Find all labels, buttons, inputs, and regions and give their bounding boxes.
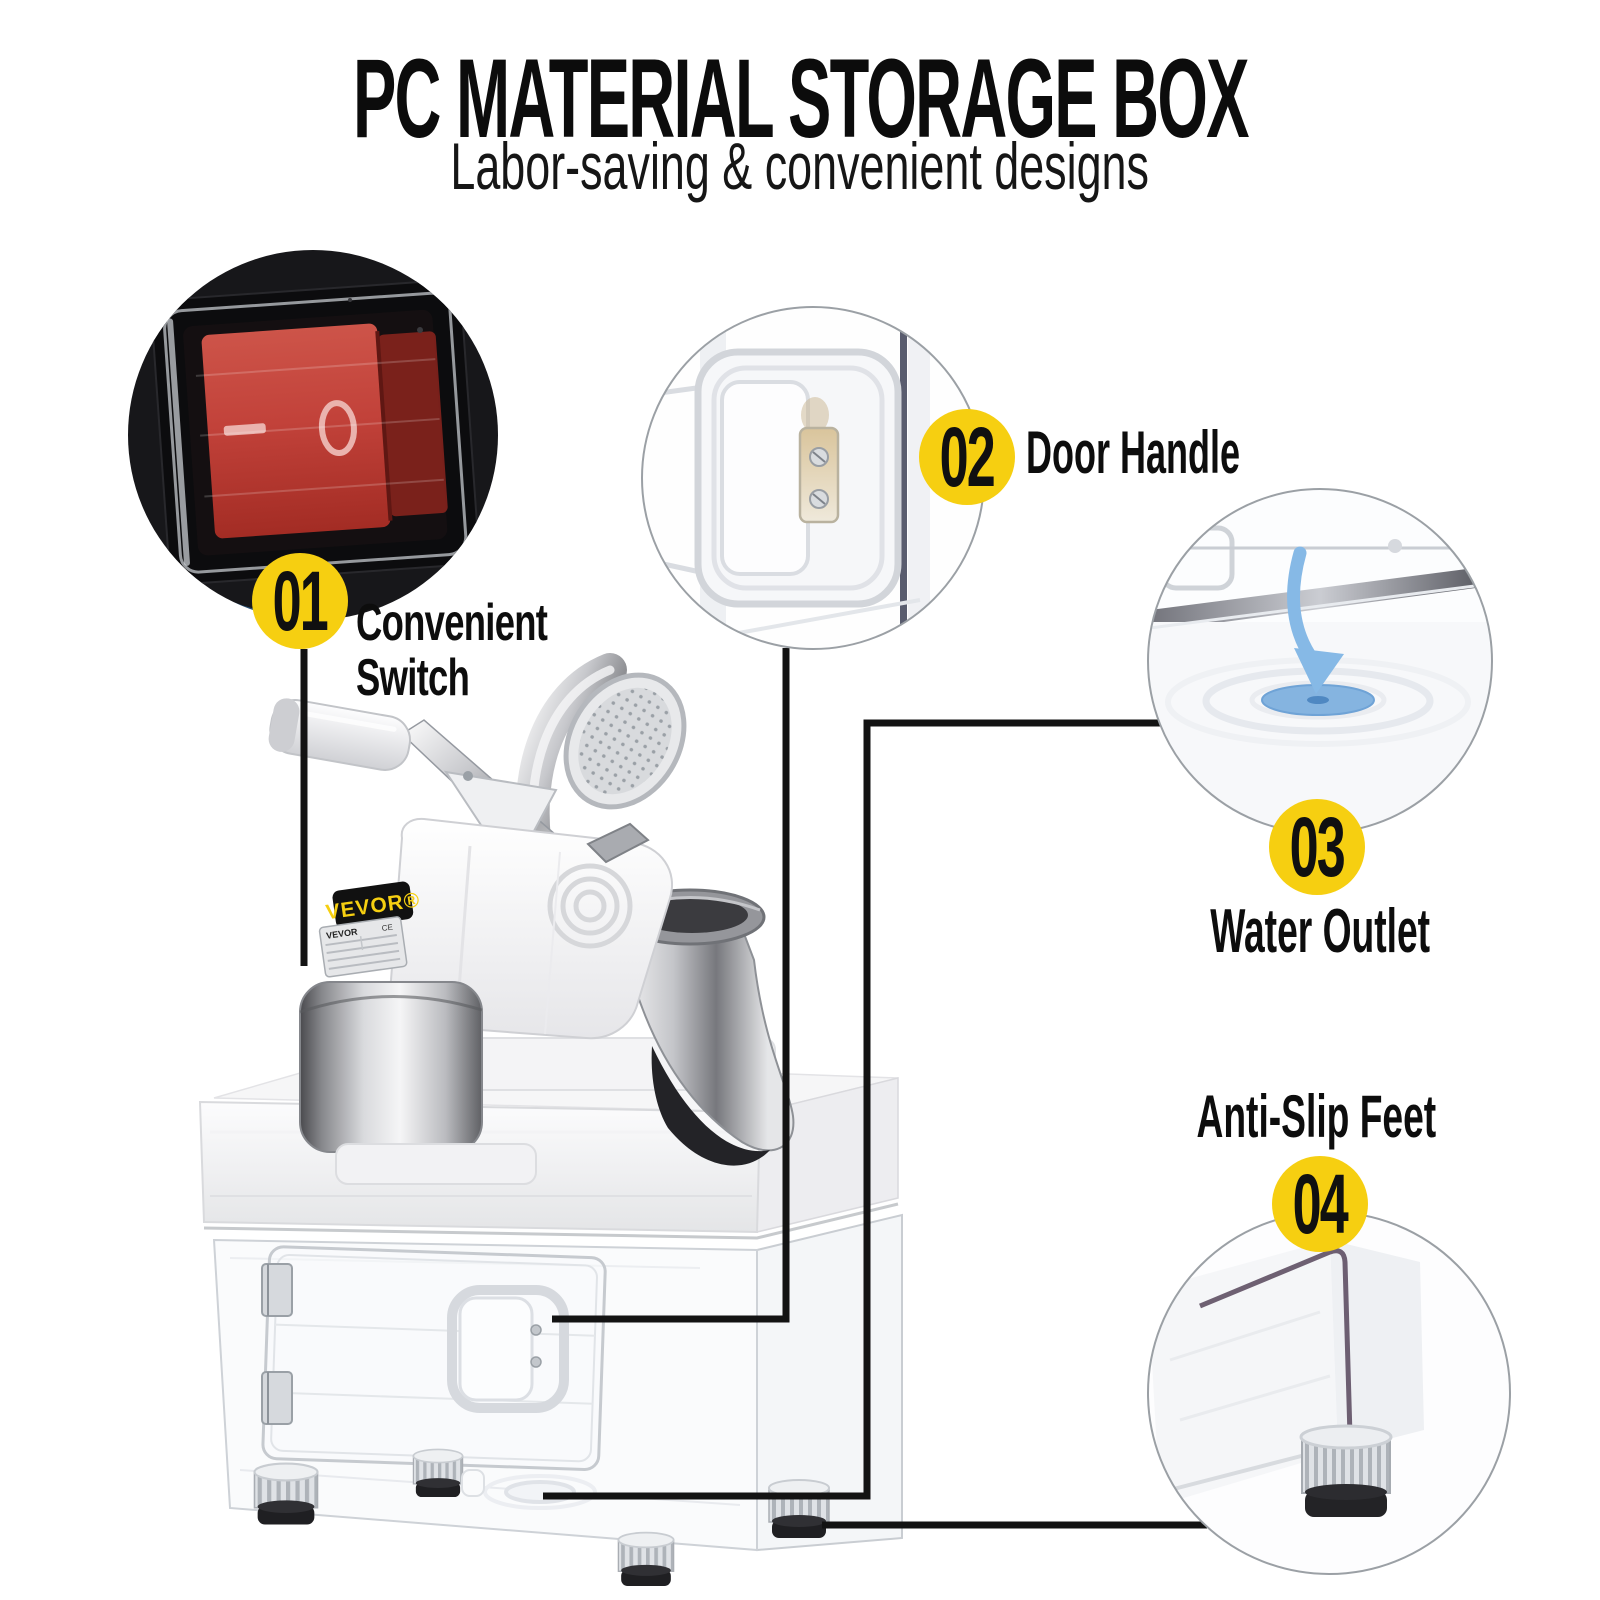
switch-on-symbol [223,423,266,436]
page-title-row: PC MATERIAL STORAGE BOX [0,34,1600,163]
storage-box-body [212,1213,903,1587]
callout-label-anti-slip-feet-text: Anti-Slip Feet [1196,1083,1436,1150]
callout-badge-01: 01 [252,553,348,649]
lever-grip [268,698,411,771]
box-door [261,1245,607,1471]
brand-logo-badge: VEVOR® [324,881,422,929]
anti-slip-foot [1299,1424,1393,1517]
box-door-handle [447,1285,569,1413]
ice-shaver-machine: VEVOR® VEVOR CE [268,653,795,1185]
connector-line-02 [552,648,790,1323]
feature-circle-door-handle [641,306,985,650]
callout-label-water-outlet: Water Outlet [1120,896,1520,967]
callout-badge-03-number: 03 [1289,800,1346,894]
spec-plate-brand: VEVOR [326,926,359,940]
callout-connectors [300,648,1207,1529]
feature-circle-water-outlet [1147,488,1493,834]
connector-line-03 [543,719,1161,1500]
callout-label-water-outlet-text: Water Outlet [1210,897,1430,966]
door-hinge-top [261,1263,293,1317]
page-subtitle: Labor-saving & convenient designs [450,129,1150,203]
box-feet [253,1448,830,1587]
machine-drum [299,981,537,1185]
rocker-switch-red [201,323,391,539]
door-hinge-bottom [261,1371,293,1425]
callout-badge-03: 03 [1269,799,1365,895]
blade-clamp [586,822,650,864]
callout-label-convenient-switch: Convenient Switch [356,594,548,707]
callout-badge-02: 02 [919,409,1015,505]
callout-badge-02-number: 02 [939,410,996,504]
callout-badge-04-number: 04 [1292,1157,1349,1251]
discharge-spout [620,916,795,1166]
water-flow-arrow-icon [1287,546,1344,694]
switch-off-symbol [318,400,357,457]
feature-circle-anti-slip-foot [1147,1211,1511,1575]
callout-badge-01-number: 01 [272,554,329,648]
page-title: PC MATERIAL STORAGE BOX [352,36,1250,161]
callout-badge-04: 04 [1272,1156,1368,1252]
spec-plate-ce-mark: CE [381,923,393,933]
callout-label-anti-slip-feet: Anti-Slip Feet [1116,1082,1516,1151]
callout-label-door-handle: Door Handle [1026,419,1241,486]
page-subtitle-row: Labor-saving & convenient designs [0,128,1600,204]
press-plate [563,672,687,810]
spec-plate: VEVOR CE [318,916,408,978]
